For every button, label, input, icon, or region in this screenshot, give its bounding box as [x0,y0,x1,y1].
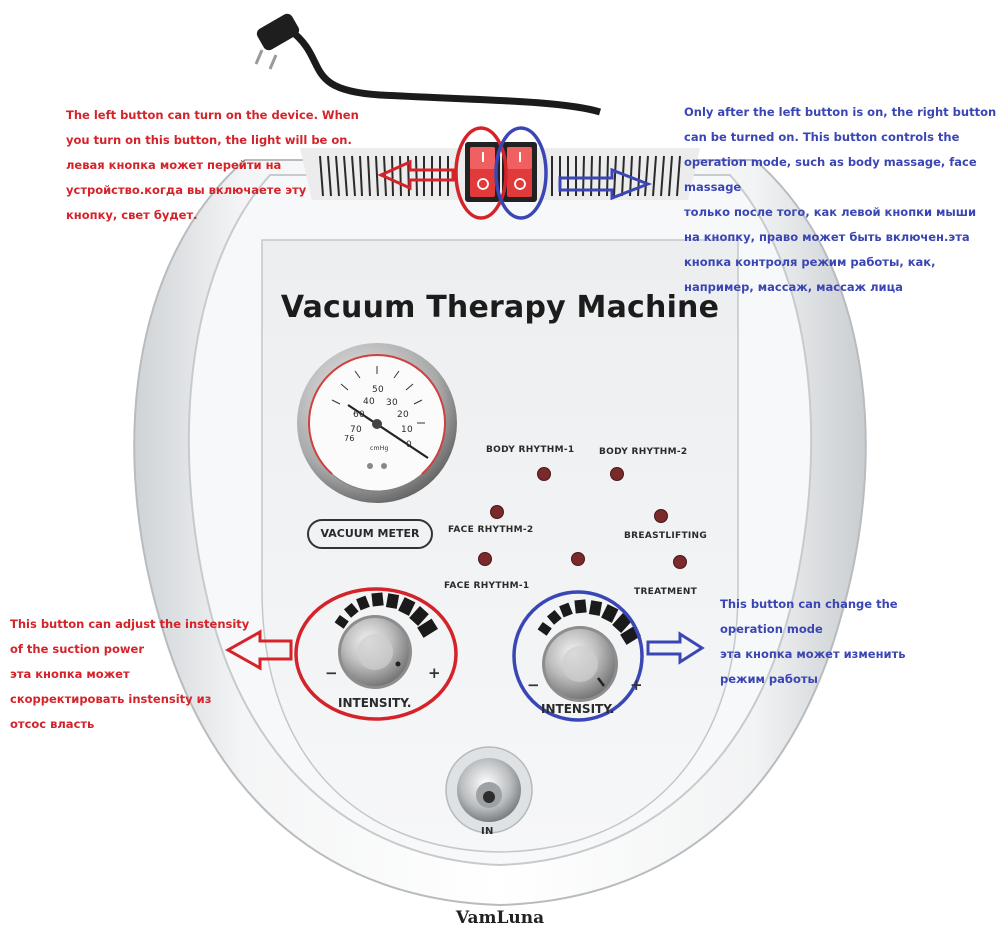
vacuum-meter-label: VACUUM METER [307,519,433,549]
annotation-bottom-right: This button can change the operation mod… [720,592,906,692]
brand-logo: VamLuna [455,908,545,928]
annotation-line: левая кнопка может перейти на [66,158,282,172]
gauge-number: 60 [353,410,366,420]
annotation-line: эта кнопка может [10,667,130,681]
annotation-line: of the suction power [10,642,145,656]
plus-sign: + [630,676,643,694]
mode-label-body-rhythm-1: BODY RHYTHM-1 [486,445,575,455]
gauge-unit: cmHg [370,445,389,452]
left-arrow-icon [224,629,293,671]
annotation-line: can be turned on. This button controls t… [684,130,960,144]
intensity-label: INTENSITY. [541,702,615,716]
plus-sign: + [428,664,441,682]
annotation-line: только после того, как левой кнопки мыши [684,205,977,219]
annotation-line: you turn on this button, the light will … [66,133,352,147]
right-arrow-icon [646,631,705,665]
gauge-number: 10 [401,425,414,435]
left-knob-highlight [294,587,458,721]
annotation-line: massage [684,180,742,194]
annotation-line: кнопку, свет будет. [66,208,198,222]
gauge-number: 70 [350,425,363,435]
mode-label-face-rhythm-2: FACE RHYTHM-2 [448,525,534,535]
annotation-line: operation mode, such as body massage, fa… [684,155,977,169]
right-knob-highlight [512,590,644,722]
annotation-line: operation mode [720,622,823,636]
gauge-number: 76 [344,434,355,443]
gauge-number: 40 [363,397,376,407]
minus-sign: − [325,664,338,682]
annotation-top-left: The left button can turn on the device. … [66,103,359,228]
annotation-line: режим работы [720,672,818,686]
mode-label-body-rhythm-2: BODY RHYTHM-2 [599,447,688,457]
annotation-line: Only after the left button is on, the ri… [684,105,997,119]
product-title: Vacuum Therapy Machine [280,290,720,325]
annotation-line: This button can adjust the instensity [10,617,250,631]
gauge-number: 20 [397,410,410,420]
mode-label-face-rhythm-1: FACE RHYTHM-1 [444,581,530,591]
intensity-label: INTENSITY. [338,696,412,710]
inlet-label: IN [481,826,494,837]
mode-label-treatment: TREATMENT [634,587,698,597]
minus-sign: − [527,676,540,694]
annotation-line: The left button can turn on the device. … [66,108,359,122]
gauge-number: 0 [406,440,413,450]
left-switch-highlight [454,126,508,220]
annotation-line: кнопка контроля режим работы, как, [684,255,936,269]
annotation-bottom-left: This button can adjust the instensity of… [10,612,249,737]
gauge-number: 50 [372,385,385,395]
annotation-top-right: Only after the left button is on, the ri… [684,100,996,300]
annotation-line: This button can change the [720,597,898,611]
annotation-line: например, массаж, массаж лица [684,280,903,294]
left-arrow-icon [377,159,455,191]
right-switch-highlight [494,126,548,220]
annotation-line: отсос власть [10,717,95,731]
annotation-line: эта кнопка может изменить [720,647,906,661]
mode-label-breastlifting: BREASTLIFTING [624,531,708,541]
annotation-line: устройство.когда вы включаете эту [66,183,307,197]
right-arrow-icon [558,167,653,201]
gauge-number: 30 [386,398,399,408]
annotation-line: скорректировать instensity из [10,692,212,706]
annotation-line: на кнопку, право может быть включен.эта [684,230,970,244]
